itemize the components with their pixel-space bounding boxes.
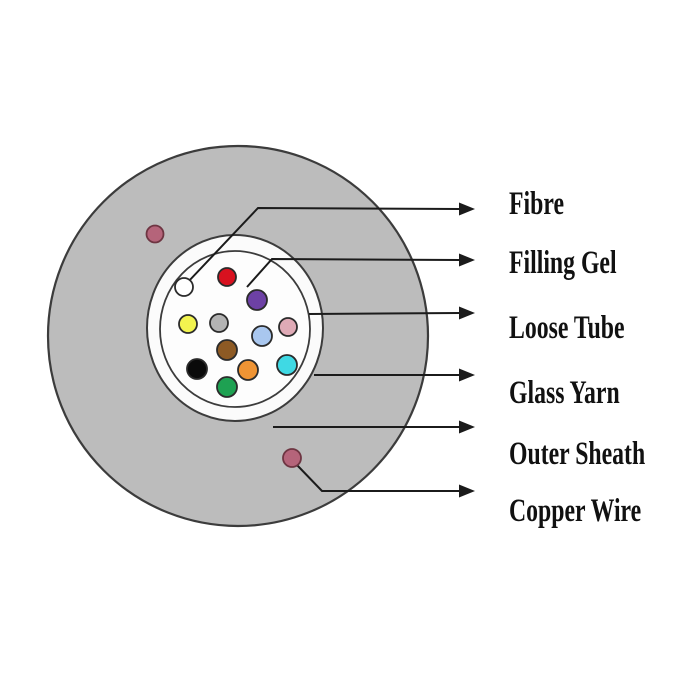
loose-tube-pointer <box>308 306 475 320</box>
glass-yarn-pointer <box>314 368 475 382</box>
copper-wire-pointer-line <box>295 463 460 492</box>
fibre-dot-yellow <box>178 314 198 334</box>
fibre-dot-orange <box>237 359 259 381</box>
fibre-dot-light-blue <box>251 325 273 347</box>
copper-wire-label: Copper Wire <box>509 492 641 529</box>
fibre-dot-pink <box>278 317 298 337</box>
outer-sheath-label: Outer Sheath <box>509 435 645 472</box>
outer-sheath-pointer <box>273 420 475 434</box>
filling-gel-arrowhead-icon <box>459 253 475 267</box>
fibre-dot-white <box>174 277 194 297</box>
loose-tube-label: Loose Tube <box>509 309 625 346</box>
loose-tube-pointer-line <box>308 312 461 315</box>
fibre-dot-black <box>186 358 208 380</box>
glass-yarn-label: Glass Yarn <box>509 374 620 411</box>
copper-wire-dots <box>145 224 302 468</box>
fibre-dot-red <box>217 267 237 287</box>
copper-wire-arrowhead-icon <box>459 484 475 498</box>
loose-tube-arrowhead-icon <box>459 306 475 320</box>
fibre-dot-brown <box>216 339 238 361</box>
labels: Fibre Filling Gel Loose Tube Glass Yarn … <box>509 185 645 529</box>
fibre-dots <box>174 267 298 398</box>
fibre-arrowhead-icon <box>459 202 475 216</box>
copper-wire-top-left <box>145 224 165 244</box>
pointers <box>186 202 475 498</box>
filling-gel-pointer-line <box>246 257 461 288</box>
copper-wire-pointer <box>295 463 475 498</box>
fibre-dot-purple <box>246 289 268 311</box>
filling-gel-label: Filling Gel <box>509 244 617 281</box>
fibre-pointer-line <box>186 206 461 284</box>
glass-yarn-arrowhead-icon <box>459 368 475 382</box>
copper-wire-bottom-right <box>282 448 302 468</box>
fibre-label: Fibre <box>509 185 564 222</box>
fibre-dot-green <box>216 376 238 398</box>
filling-gel-pointer <box>246 253 475 288</box>
fibre-dot-gray <box>209 313 229 333</box>
outer-sheath-arrowhead-icon <box>459 420 475 434</box>
fibre-pointer <box>186 202 475 284</box>
fibre-dot-cyan <box>276 354 298 376</box>
